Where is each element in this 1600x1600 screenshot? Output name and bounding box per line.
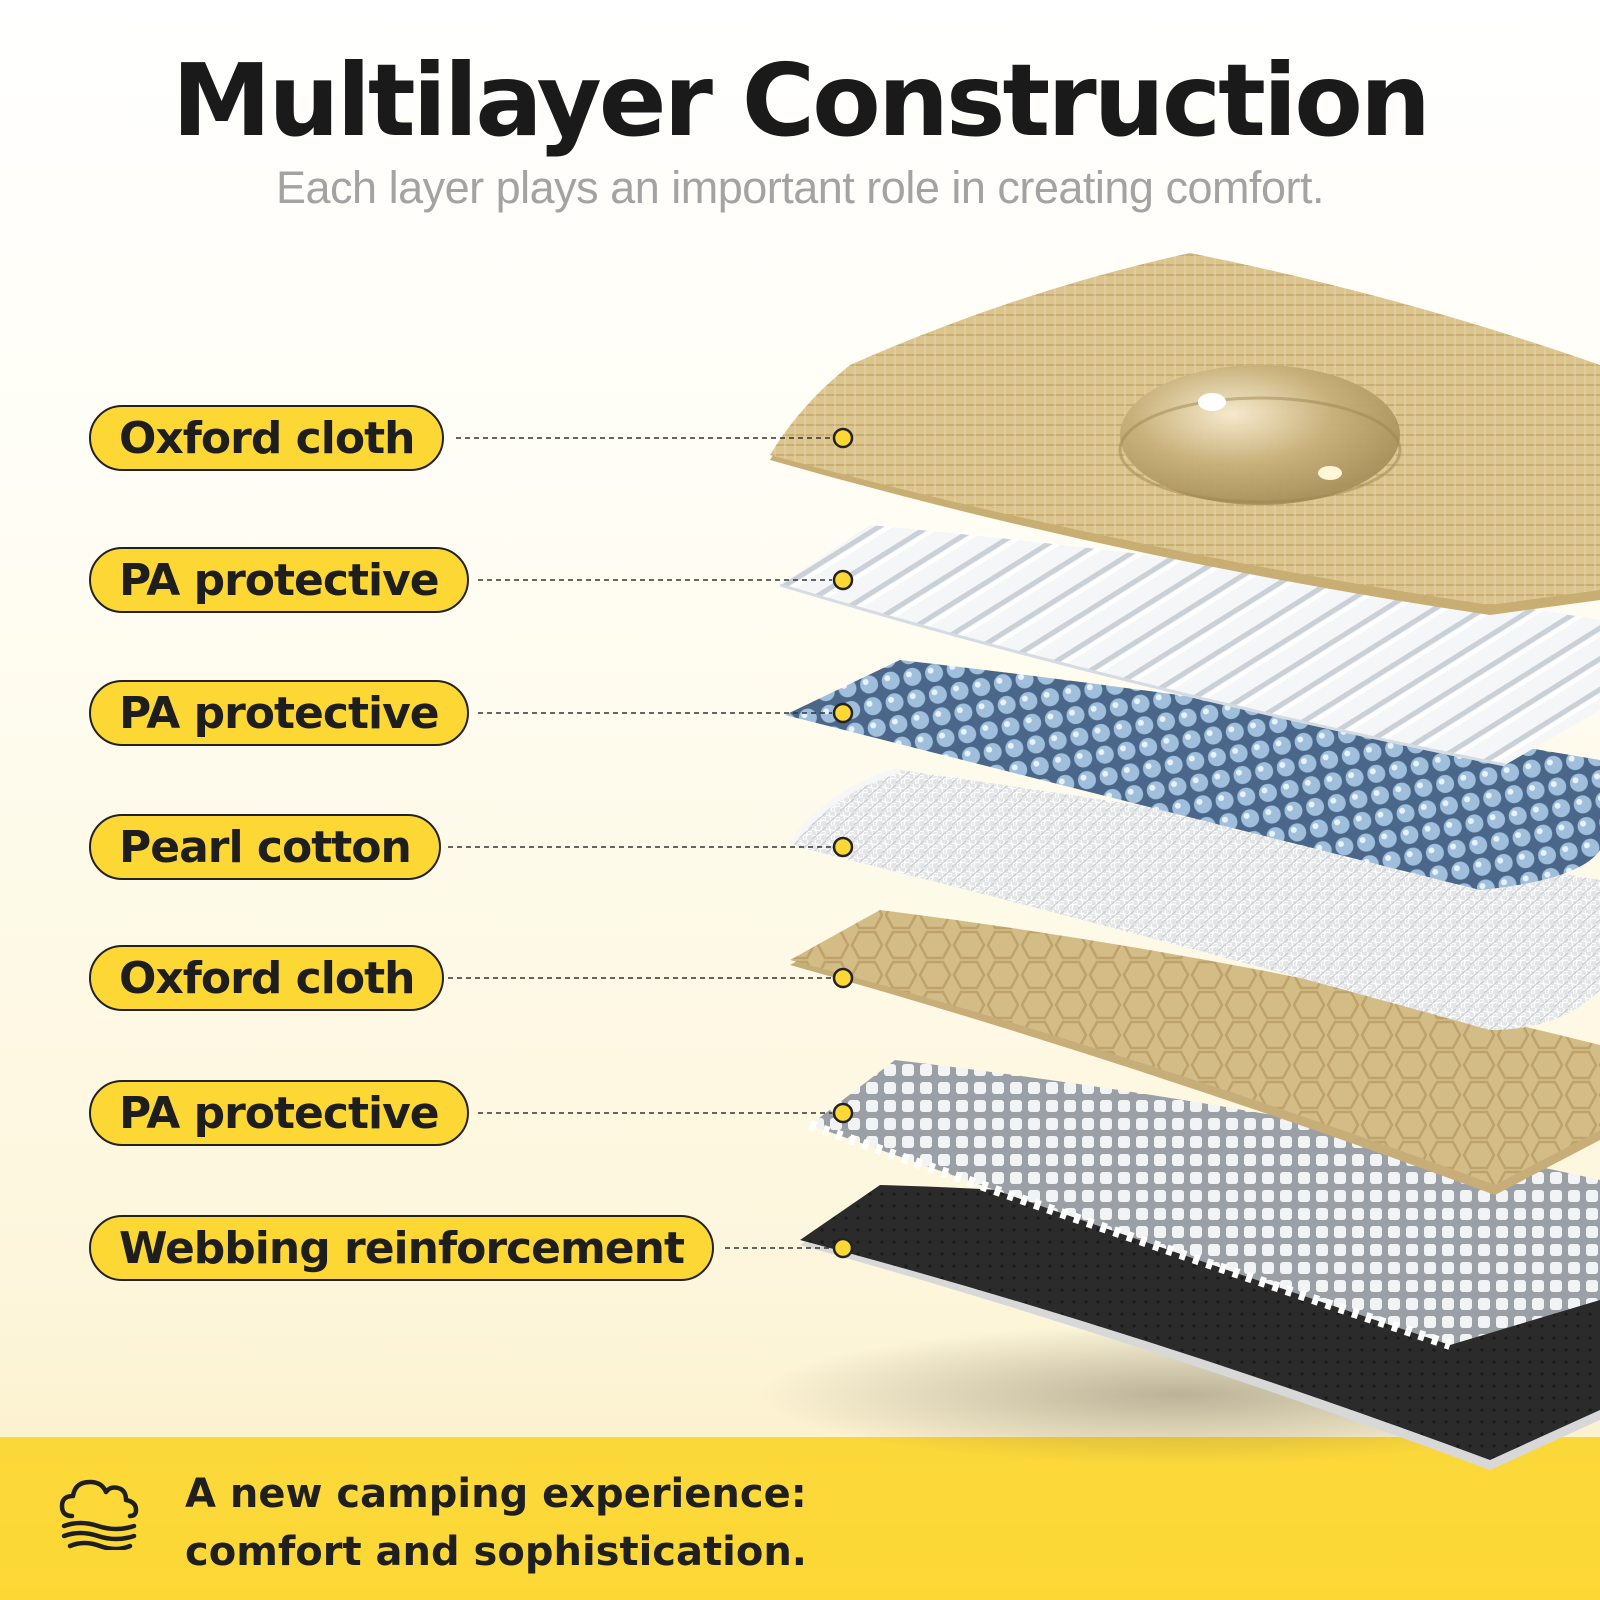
cloud-comfort-icon (58, 1476, 140, 1554)
leader-dot-4 (832, 836, 854, 858)
leader-dot-1 (832, 427, 854, 449)
layer-label-pa-protective-1: PA protective (89, 547, 469, 613)
page-subtitle: Each layer plays an important role in cr… (276, 162, 1325, 213)
layer-label-pearl-cotton: Pearl cotton (89, 814, 441, 880)
layer-label-webbing-reinforcement: Webbing reinforcement (89, 1215, 715, 1281)
leader-dot-2 (832, 569, 854, 591)
footer-band (0, 1437, 1600, 1600)
tagline-line-1: A new camping experience: (185, 1471, 807, 1517)
layer-label-oxford-cloth-bottom: Oxford cloth (89, 945, 445, 1011)
leader-dot-3 (832, 702, 854, 724)
page-title: Multilayer Construction (171, 42, 1431, 159)
leader-dot-6 (832, 1102, 854, 1124)
leader-dot-7 (832, 1237, 854, 1259)
footer-tagline: A new camping experience: comfort and so… (185, 1465, 807, 1581)
tagline-line-2: comfort and sophistication. (185, 1529, 807, 1575)
layer-label-pa-protective-2: PA protective (89, 680, 469, 746)
layer-label-pa-protective-3: PA protective (89, 1080, 469, 1146)
leader-dot-5 (832, 967, 854, 989)
layer-label-oxford-cloth-top: Oxford cloth (89, 405, 445, 471)
